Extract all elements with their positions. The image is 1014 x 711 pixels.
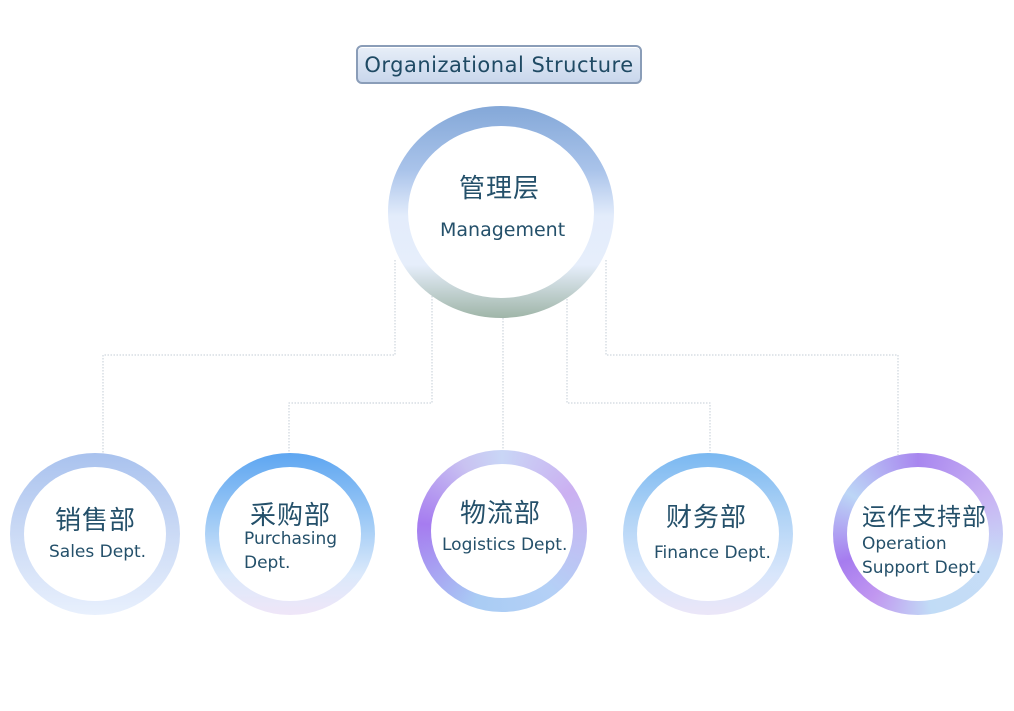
purchasing-dept-en-label: Purchasing Dept. — [244, 529, 338, 573]
finance-dept-node — [623, 453, 793, 615]
logistics-dept-en-label: Logistics Dept. — [442, 535, 568, 555]
logistics-dept-cn-label: 物流部 — [460, 499, 542, 529]
sales-dept-en-label: Sales Dept. — [49, 542, 147, 562]
operation-support-dept-en-label: Operation Support Dept. — [862, 534, 982, 578]
sales-dept-cn-label: 销售部 — [55, 506, 137, 536]
connector-operation-support — [605, 260, 899, 455]
finance-dept-cn-label: 财务部 — [666, 503, 748, 533]
management-node — [388, 106, 614, 318]
operation-support-dept-cn-label: 运作支持部 — [862, 503, 987, 531]
connector-finance — [566, 290, 711, 455]
connector-purchasing — [288, 290, 433, 455]
management-cn-label: 管理层 — [459, 174, 541, 204]
finance-dept-en-label: Finance Dept. — [654, 543, 771, 563]
management-en-label: Management — [440, 219, 566, 241]
purchasing-dept-node — [205, 453, 375, 615]
sales-dept-node — [10, 453, 180, 615]
connector-sales — [102, 260, 396, 455]
purchasing-dept-cn-label: 采购部 — [250, 501, 332, 531]
operation-support-dept-node — [833, 453, 1003, 615]
diagram-title: Organizational Structure — [356, 45, 642, 84]
logistics-dept-node — [417, 450, 587, 612]
